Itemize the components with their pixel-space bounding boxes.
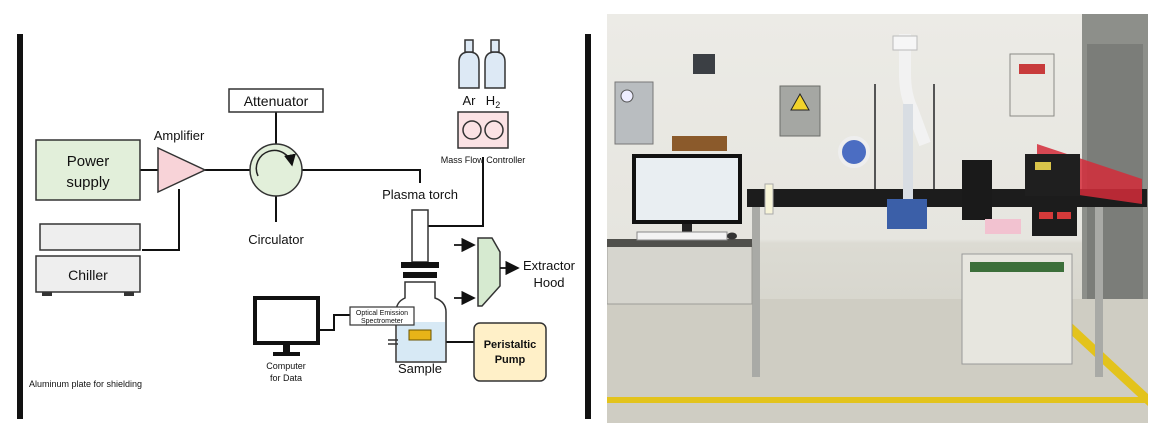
computer-label-line1: Computer xyxy=(266,361,306,371)
computer-stand xyxy=(283,343,290,352)
attenuator-box xyxy=(228,88,324,113)
chiller-unit-icon xyxy=(961,253,1073,365)
ar-cylinder-icon xyxy=(458,51,480,89)
mfc-display-left xyxy=(1039,212,1053,219)
h2-cylinder-icon xyxy=(484,51,506,89)
chiller-top-box xyxy=(39,223,141,251)
computer-monitor-icon xyxy=(253,296,320,345)
cardboard-box xyxy=(672,136,727,151)
mass-flow-unit xyxy=(1032,206,1077,236)
chiller-bottom-box xyxy=(35,255,141,293)
power-supply-label-line2: supply xyxy=(66,174,110,191)
chiller-stripe xyxy=(970,262,1064,272)
vessel-liquid xyxy=(397,322,445,361)
amplifier-triangle xyxy=(157,146,207,194)
torch-clamp-upper xyxy=(401,262,439,268)
circulator-arrow-icon xyxy=(255,149,296,177)
warning-sign-icon xyxy=(790,92,810,111)
plasma-setup-diagram: Power supply Amplifier Attenuator Circul… xyxy=(17,34,591,419)
sample-label: Sample xyxy=(398,361,442,376)
pump-label-line1: Peristaltic xyxy=(484,339,537,351)
chiller-foot-right xyxy=(124,292,134,296)
floor-yellow-tape xyxy=(607,397,1148,403)
connection-lines xyxy=(140,112,484,343)
power-supply-box xyxy=(35,139,141,201)
pink-paper-sheet xyxy=(985,219,1021,234)
amplifier-display xyxy=(1035,162,1051,170)
monitor-screen xyxy=(636,158,738,220)
bench-leg-right xyxy=(1095,207,1103,377)
peristaltic-pump-box xyxy=(473,322,547,382)
shielding-caption: Aluminum plate for shielding xyxy=(29,379,142,389)
monitor-stand xyxy=(682,224,692,234)
wall-gas-panel xyxy=(614,81,654,145)
plasma-torch-tube xyxy=(411,209,429,263)
left-desk-top xyxy=(607,239,752,247)
bench-leg-left xyxy=(752,207,760,377)
attenuator-label: Attenuator xyxy=(244,93,309,109)
wall-controller-box xyxy=(1009,53,1055,117)
left-shielding-plate xyxy=(17,34,23,419)
extractor-label-line1: Extractor xyxy=(523,258,576,273)
chiller-foot-left xyxy=(42,292,52,296)
torch-clamp-lower xyxy=(403,272,437,278)
mass-flow-controller-label: Mass Flow Controller xyxy=(441,155,526,165)
computer-label-line2: for Data xyxy=(270,373,302,383)
amplifier-label: Amplifier xyxy=(154,128,205,143)
lab-setup-photo xyxy=(607,14,1148,423)
sample-pellet xyxy=(408,329,432,341)
controller-display xyxy=(1019,64,1045,74)
amplifier-unit xyxy=(1025,154,1080,196)
mfc-display-right xyxy=(1057,212,1071,219)
circulator-circle xyxy=(249,143,303,197)
keyboard-icon xyxy=(636,231,728,241)
mfc-right-gauge-icon xyxy=(484,120,504,140)
extractor-label-line2: Hood xyxy=(533,275,564,290)
pump-label-line2: Pump xyxy=(495,354,526,366)
lab-photo-illustration xyxy=(607,14,1148,423)
pressure-gauge-icon xyxy=(620,89,634,103)
power-supply-label-line1: Power xyxy=(67,153,110,170)
ar-label: Ar xyxy=(463,93,477,108)
right-shielding-plate xyxy=(585,34,591,419)
extractor-mount xyxy=(892,35,918,51)
h2-label: H2 xyxy=(486,93,500,110)
plasma-torch-label: Plasma torch xyxy=(382,187,458,202)
computer-base xyxy=(273,352,300,356)
mfc-left-gauge-icon xyxy=(462,120,482,140)
power-supply-unit xyxy=(962,160,992,220)
extractor-hood xyxy=(477,237,501,307)
left-desk-cabinet xyxy=(607,243,753,305)
chiller-label: Chiller xyxy=(68,267,108,283)
hot-plate-stirrer xyxy=(887,199,927,229)
oes-label-line2: Spectrometer xyxy=(361,318,404,325)
glass-torch xyxy=(903,104,913,199)
tubing-coil xyxy=(838,136,870,168)
circulator-label: Circulator xyxy=(248,232,304,247)
oes-box xyxy=(349,306,415,326)
mouse-icon xyxy=(727,232,737,240)
wash-bottle xyxy=(764,183,774,215)
wall-sensor xyxy=(693,54,715,74)
oes-label-line1: Optical Emission xyxy=(356,310,408,317)
